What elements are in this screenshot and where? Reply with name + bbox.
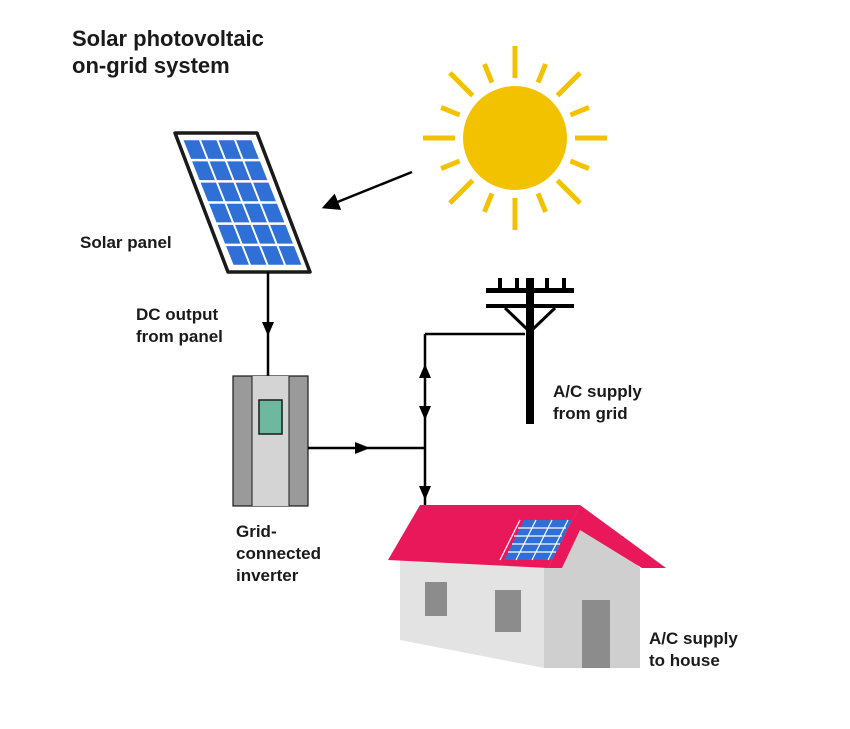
sun-ray (482, 192, 495, 213)
solar-cell (236, 140, 259, 159)
dc-output-label: DC output from panel (136, 305, 223, 346)
solar-cell (218, 182, 241, 202)
inverter-icon (232, 375, 309, 507)
sun-ray (448, 178, 475, 205)
solar-cell (209, 161, 233, 181)
solar-cell (201, 140, 224, 159)
solar-cell (244, 203, 267, 223)
sun-ray (440, 105, 461, 118)
utility-pole-icon (486, 278, 574, 424)
title-line-2: on-grid system (72, 53, 230, 78)
solar-cell (217, 224, 241, 244)
solar-cell (243, 246, 267, 265)
solar-cell (200, 182, 224, 202)
solar-cell (183, 140, 207, 159)
to-house-arrow (419, 486, 431, 500)
inverter-output-arrow (355, 442, 370, 454)
solar-cell (218, 140, 242, 159)
sun-ray (569, 105, 590, 118)
sun-ray (569, 158, 590, 171)
diagram-title: Solar photovoltaic on-grid system (72, 25, 264, 79)
solar-cell (235, 224, 258, 244)
inverter-label: Grid- connected inverter (236, 522, 322, 585)
solar-cell (209, 203, 232, 223)
sun-ray (448, 71, 475, 98)
solar-cell (227, 161, 250, 181)
sunlight-arrow (321, 170, 413, 210)
from-grid-arrow (419, 406, 431, 420)
sun-ray (555, 71, 582, 98)
solar-cell (253, 182, 276, 202)
sun-ray (555, 178, 582, 205)
solar-cell (261, 203, 285, 223)
solar-cell (252, 224, 276, 244)
solar-cell (226, 246, 249, 265)
sun-ray (482, 63, 495, 84)
solar-cell (235, 182, 259, 202)
sun-ray (535, 192, 548, 213)
grid-supply-label: A/C supply from grid (553, 382, 642, 423)
dc-output-arrow (262, 322, 274, 336)
solar-cell (270, 224, 293, 244)
title-line-1: Solar photovoltaic (72, 26, 264, 51)
to-grid-arrow (419, 364, 431, 378)
sun-ray (535, 63, 548, 84)
solar-cell (261, 246, 284, 265)
house-supply-label: A/C supply to house (649, 629, 738, 670)
house-icon (388, 505, 666, 668)
sun-ray (440, 158, 461, 171)
solar-cell (226, 203, 250, 223)
solar-cell (192, 161, 215, 181)
solar-panel-icon (173, 131, 312, 274)
sun-icon (423, 46, 607, 230)
solar-panel-label: Solar panel (80, 233, 172, 252)
solar-cell (244, 161, 268, 181)
solar-cell (278, 246, 302, 265)
